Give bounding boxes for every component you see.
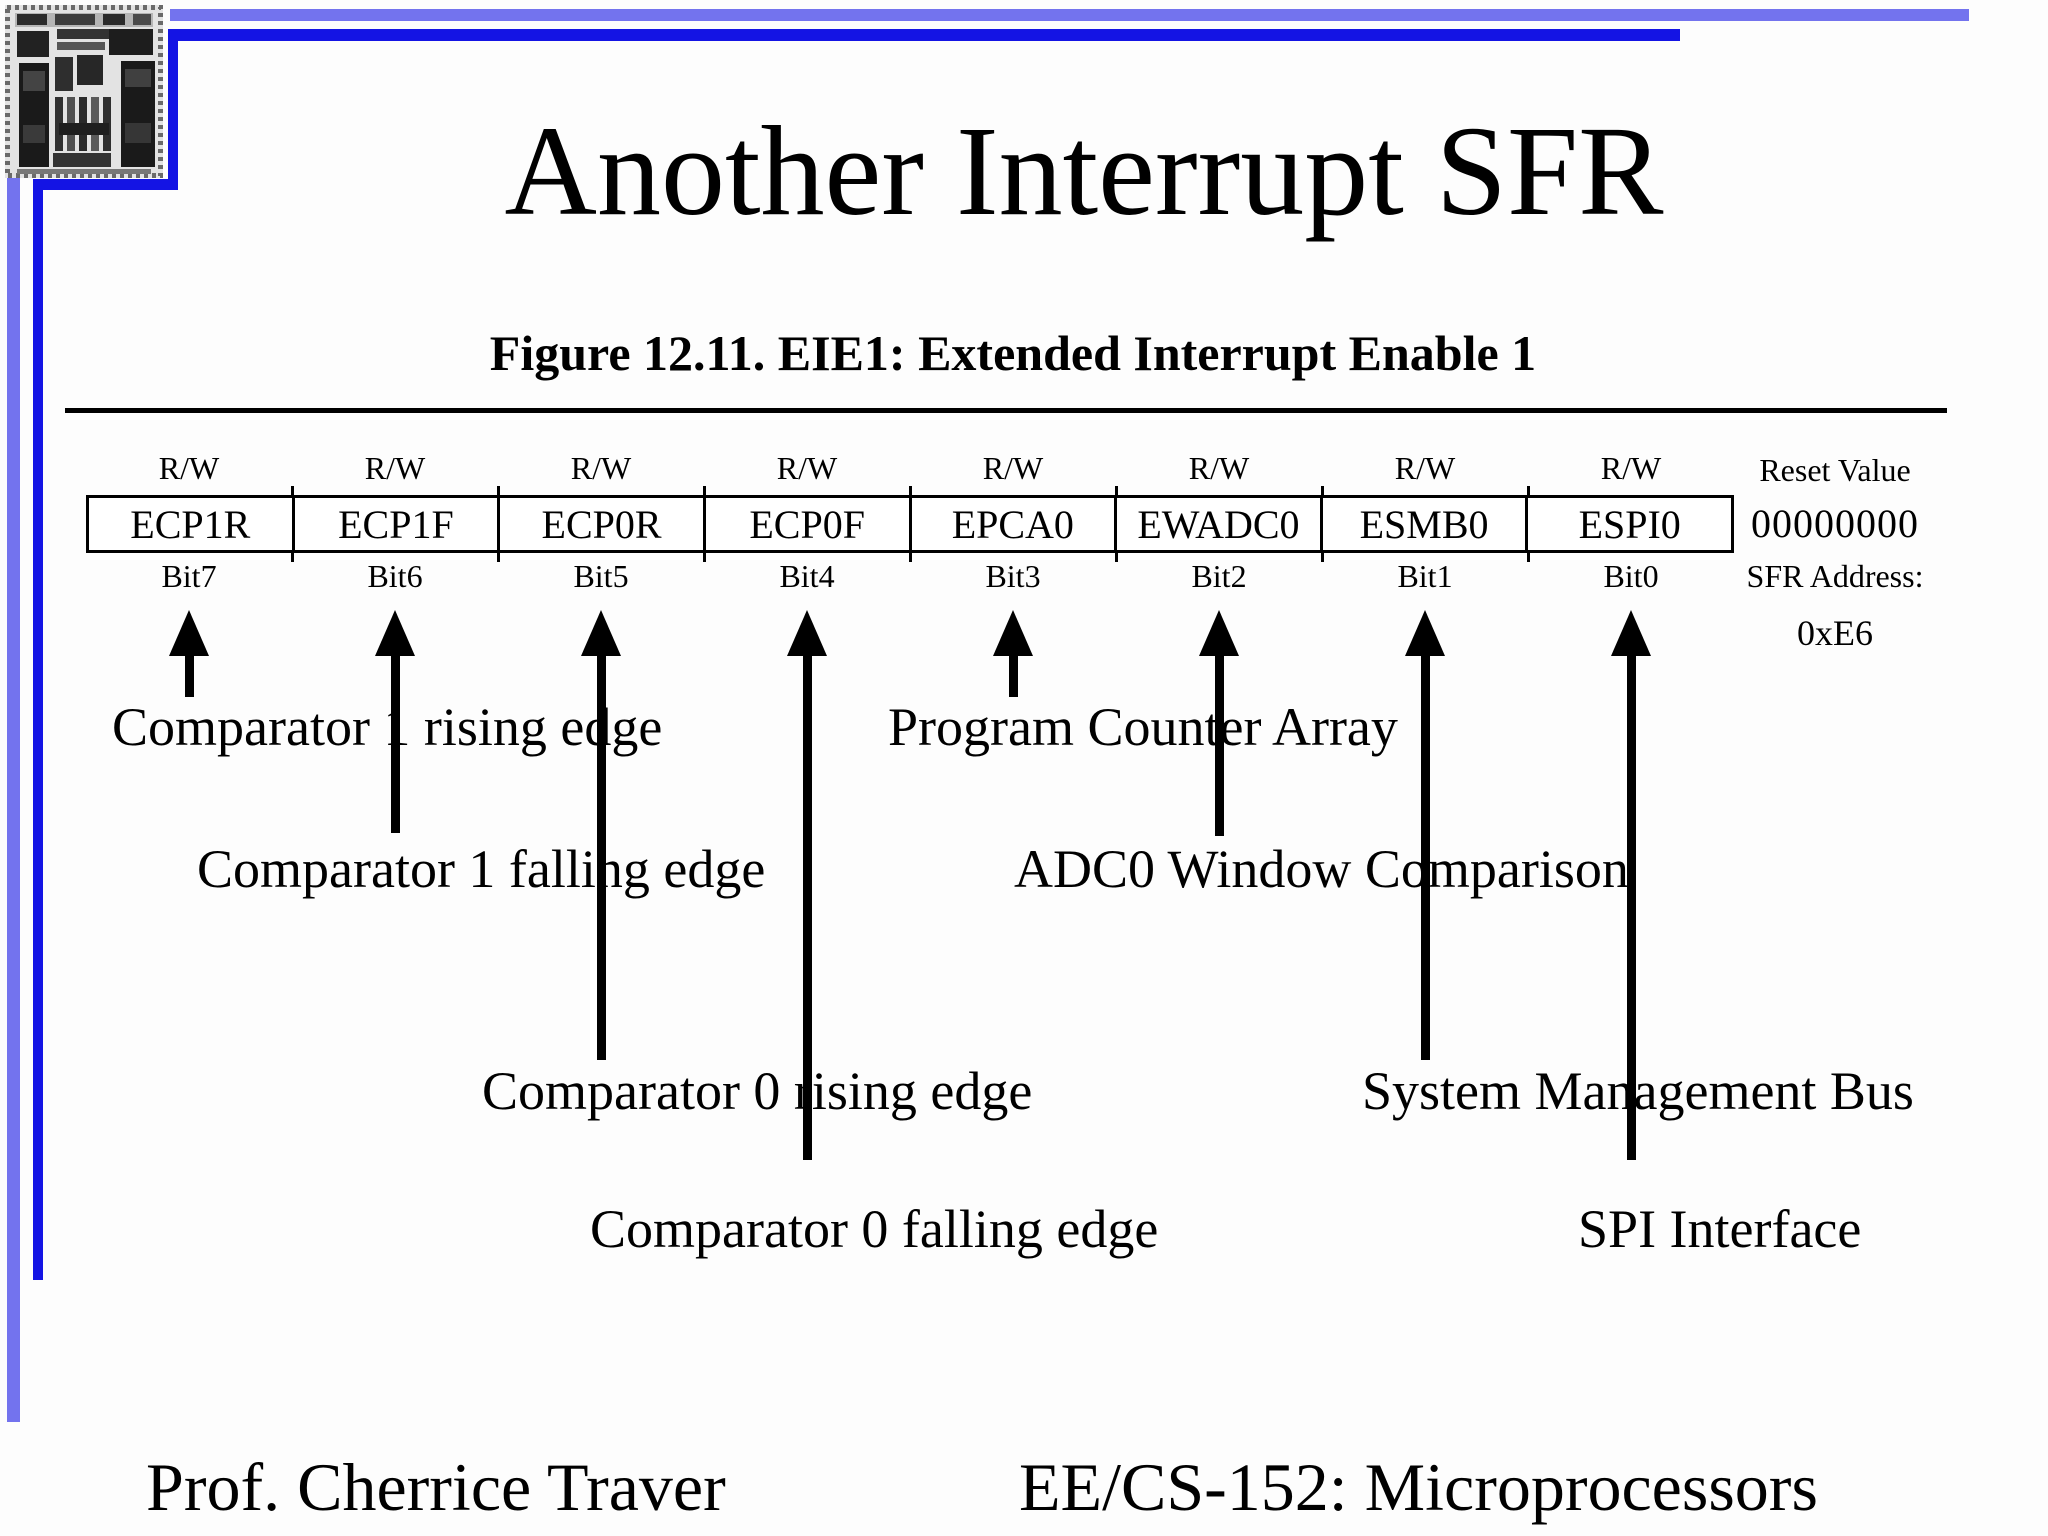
arrow-bit2-icon <box>1199 610 1239 836</box>
register-cell-bit7: ECP1R <box>130 501 251 547</box>
access-label: R/W <box>776 450 838 486</box>
footer-author: Prof. Cherrice Traver <box>146 1449 726 1525</box>
annotation-bit4: Comparator 0 falling edge <box>590 1199 1159 1259</box>
slide-title: Another Interrupt SFR <box>504 100 1664 242</box>
left-accent-segment-dark <box>168 29 178 190</box>
annotation-bit3: Program Counter Array <box>888 697 1398 757</box>
sfr-address-label: SFR Address: <box>1746 558 1924 594</box>
register-cell-bit2: EWADC0 <box>1114 498 1320 550</box>
footer-course: EE/CS-152: Microprocessors <box>1019 1449 1818 1525</box>
bit-label: Bit0 <box>1603 558 1659 594</box>
left-accent-line-dark <box>33 179 43 1280</box>
reset-value: 00000000 <box>1751 501 1919 546</box>
arrow-bit6-icon <box>375 610 415 833</box>
register-bit-row: Bit7 Bit6 Bit5 Bit4 Bit3 Bit2 Bit1 Bit0 <box>86 558 1734 595</box>
register-cell-bit1: ESMB0 <box>1319 498 1526 550</box>
arrow-bit0-icon <box>1611 610 1651 1160</box>
bit-label: Bit4 <box>779 558 835 594</box>
arrow-bit3-icon <box>993 610 1033 697</box>
arrow-bit4-icon <box>787 610 827 1160</box>
access-label: R/W <box>1188 450 1250 486</box>
register-cell-bit5: ECP0R <box>497 498 703 550</box>
register-cell-bit3: EPCA0 <box>908 498 1115 550</box>
sfr-address: 0xE6 <box>1797 613 1873 653</box>
access-label: R/W <box>364 450 426 486</box>
access-label: R/W <box>1394 450 1456 486</box>
bit-label: Bit5 <box>573 558 629 594</box>
annotation-bit5: Comparator 0 rising edge <box>482 1061 1033 1121</box>
left-accent-jog-dark <box>33 179 178 190</box>
bit-label: Bit6 <box>367 558 423 594</box>
register-cell-bit6: ECP1F <box>291 498 498 550</box>
access-label: R/W <box>570 450 632 486</box>
annotation-bit2: ADC0 Window Comparison <box>1014 839 1629 899</box>
reset-value-label: Reset Value <box>1759 452 1911 488</box>
register-cell-bit4: ECP0F <box>702 498 909 550</box>
left-accent-line-light <box>7 178 20 1422</box>
register-access-row: R/W R/W R/W R/W R/W R/W R/W R/W <box>86 450 1734 487</box>
access-label: R/W <box>1600 450 1662 486</box>
annotation-bit7: Comparator 1 rising edge <box>112 697 663 757</box>
arrow-bit7-icon <box>169 610 209 697</box>
arrow-bit5-icon <box>581 610 621 1060</box>
register-box: ECP1R ECP1F ECP0R ECP0F EPCA0 EWADC0 ESM… <box>86 495 1734 553</box>
access-label: R/W <box>982 450 1044 486</box>
annotation-bit6: Comparator 1 falling edge <box>197 839 766 899</box>
chip-die-image <box>5 5 163 178</box>
bit-label: Bit1 <box>1397 558 1453 594</box>
arrow-bit1-icon <box>1405 610 1445 1060</box>
top-accent-bar-dark <box>177 29 1680 41</box>
bit-label: Bit7 <box>161 558 217 594</box>
bit-label: Bit3 <box>985 558 1041 594</box>
annotation-bit1: System Management Bus <box>1362 1061 1914 1121</box>
top-accent-bar-light <box>170 9 1969 21</box>
figure-top-rule <box>65 408 1947 413</box>
register-cell-bit0: ESPI0 <box>1525 498 1731 550</box>
figure-caption: Figure 12.11. EIE1: Extended Interrupt E… <box>489 325 1537 381</box>
bit-label: Bit2 <box>1191 558 1247 594</box>
access-label: R/W <box>158 450 220 486</box>
annotation-bit0: SPI Interface <box>1578 1199 1862 1259</box>
